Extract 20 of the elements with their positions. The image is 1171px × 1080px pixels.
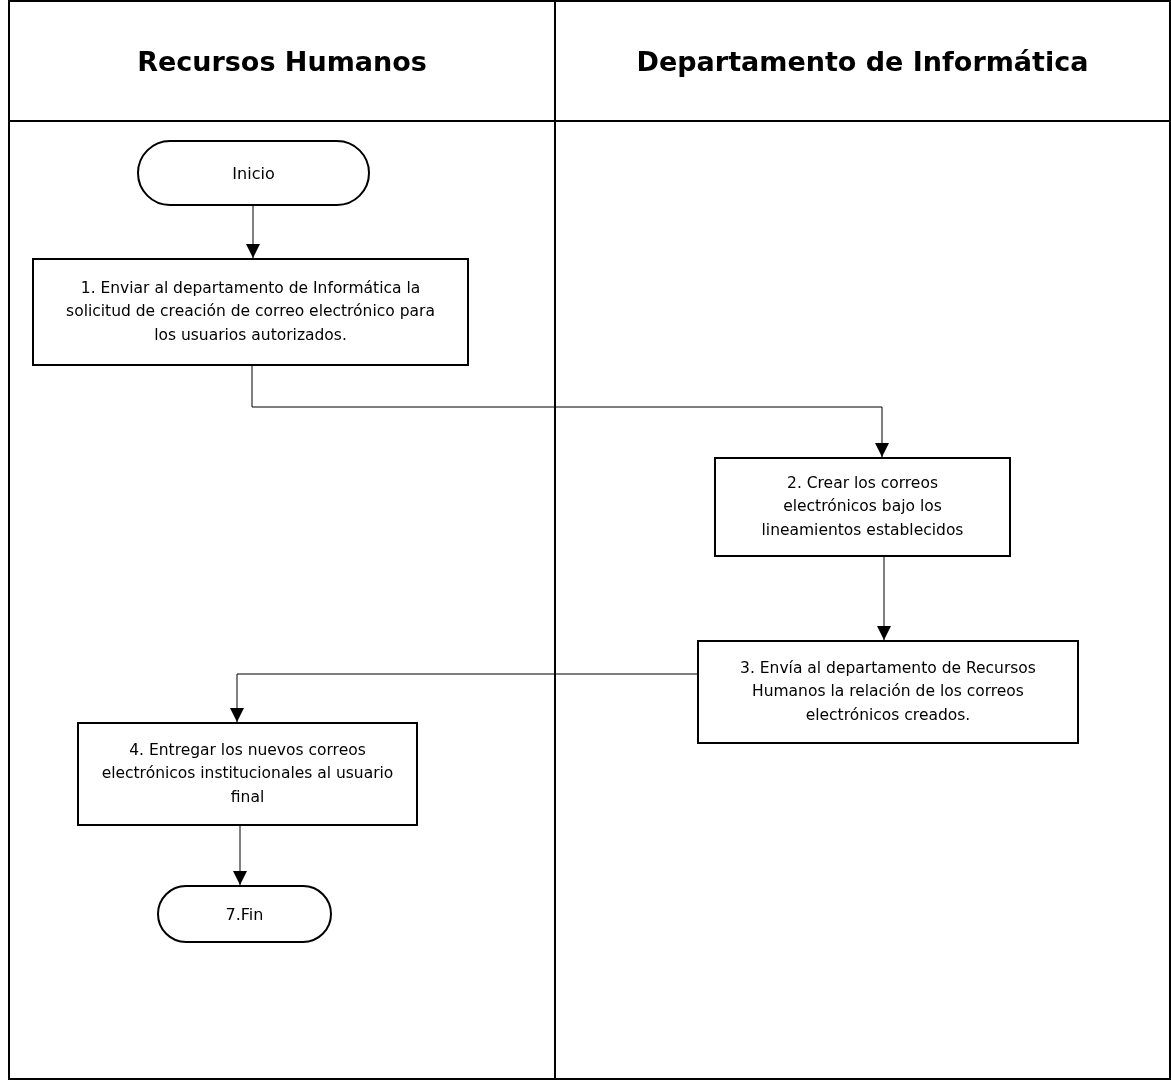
process-box bbox=[714, 457, 1011, 557]
step-text: 2. Crear los correos electrónicos bajo los lineamientos establecidos bbox=[760, 473, 965, 541]
step-text: 1. Enviar al departamento de Informática la solicitud de creación de correo electrónico para los usuarios autorizados. bbox=[65, 278, 436, 346]
process-box bbox=[77, 722, 418, 826]
arrow bbox=[246, 205, 260, 259]
arrow bbox=[251, 365, 889, 458]
swimlane bbox=[554, 0, 1171, 1080]
arrow bbox=[877, 556, 891, 641]
step-text: 3. Envía al departamento de Recursos Humanos la relación de los correos electrónicos creados. bbox=[739, 658, 1037, 726]
step-text: 7.Fin bbox=[225, 904, 264, 924]
lane-heading: Departamento de Informática bbox=[636, 45, 1089, 77]
process-box bbox=[32, 258, 469, 366]
arrow bbox=[233, 825, 247, 886]
step-text: Inicio bbox=[232, 163, 275, 183]
swimlane bbox=[8, 0, 556, 1080]
lane-heading: Recursos Humanos bbox=[137, 45, 427, 77]
terminator-shape bbox=[157, 885, 332, 943]
arrow bbox=[230, 673, 698, 723]
process-box bbox=[697, 640, 1079, 744]
step-text: 4. Entregar los nuevos correos electrónicos institucionales al usuario final bbox=[101, 740, 394, 808]
